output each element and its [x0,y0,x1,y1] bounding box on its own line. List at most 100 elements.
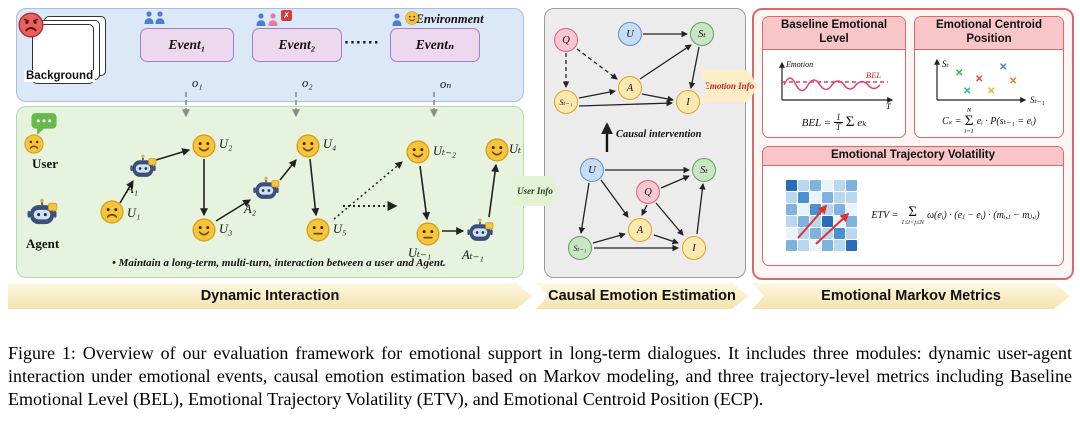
user-face-u5 [306,218,330,242]
node-stm1-top: Sₜ₋₁ [554,90,578,114]
event-n-box: Eventₙ [390,28,480,62]
heatmap-cell [810,179,822,191]
banner-emotional-markov-metrics: Emotional Markov Metrics [752,283,1070,309]
node-a-bottom: A [628,218,652,242]
user-face-ut [485,138,509,162]
agent-legend-label: Agent [26,236,60,251]
ecp-formula-term: eᵢ · P(sₜ₋₁ = eᵢ) [976,116,1036,128]
user-legend-label: User [32,156,58,171]
heatmap-cell [810,203,822,215]
user-face-u1 [100,200,124,224]
ecp-xlabel: Sₜ₋₁ [1030,95,1045,105]
scatter-x-teal: ✕ [963,86,971,97]
node-u-label: U [626,28,634,40]
heatmap-cell [822,191,834,203]
node-q-label: Q [562,34,570,46]
heatmap-cell [846,215,858,227]
heatmap-cell [834,227,846,239]
heatmap-cell [798,215,810,227]
background-label: Background [24,70,96,82]
node-st-label: Sₜ [698,29,706,40]
event-2-label: Event₂ [278,37,316,52]
sum: Σ [846,115,855,130]
at-1-label: Aₜ₋₁ [462,248,484,262]
bel-line-label: BEL [866,70,881,80]
ecp-chart: Sₜ Sₜ₋₁ ✕ ✕ ✕ ✕ ✕ ✕ [934,58,1045,105]
user-face-ut2 [406,140,430,164]
scatter-x-orange: ✕ [1009,76,1017,87]
frac-num: 1 [834,112,843,124]
robot-icon [26,198,58,230]
heatmap-cell [786,239,798,251]
person-icon [256,13,266,27]
heatmap-cell [810,191,822,203]
node-st-bottom: Sₜ [692,158,716,182]
sigma: Σ [964,113,974,130]
events-ellipsis: ······ [344,36,380,51]
ut-1-label: Uₜ₋₁ [408,246,432,260]
observation-1-label: o₁ [192,76,203,90]
ecp-title: Emotional Centroid Position [915,17,1063,50]
user-face-u3 [192,218,216,242]
node-q-top: Q [554,28,578,52]
heatmap-cell [822,179,834,191]
observation-n-label: oₙ [440,77,452,91]
banner-label: Dynamic Interaction [200,288,340,304]
node-u-bottom: U [580,158,604,182]
heatmap-arrows [797,204,850,245]
event-n-label: Eventₙ [415,37,455,52]
scatter-x-red: ✕ [975,74,983,85]
heatmap-cell [834,203,846,215]
ecp-ylabel: Sₜ [942,59,950,69]
heatmap-cell [834,179,846,191]
heatmap-cell [846,239,858,251]
heatmap-cell [846,227,858,239]
heatmap-cell [798,191,810,203]
chat-bubble-icon [30,112,58,136]
environment-label: • Environment [408,12,484,26]
event-2-box: Event₂ [252,28,342,62]
ut-label: Uₜ [509,142,522,156]
u3-label: U₃ [219,222,233,236]
agent-robot-a1 [129,154,157,182]
banner-label: Emotional Markov Metrics [821,288,1001,304]
heatmap-cell [834,191,846,203]
red-x-icon: ✗ [281,10,292,21]
u1-label: U₁ [127,206,141,220]
person-icon [144,11,154,25]
heatmap-cell [786,191,798,203]
heatmap-cell [846,203,858,215]
emotion-info-label: Emotion Info [703,80,755,91]
node-a-top: A [618,76,642,100]
person-icon [268,13,278,27]
node-i-label: I [686,96,690,108]
node-i-bottom: I [682,236,706,260]
heatmap-cell [810,239,822,251]
scatter-x-blue: ✕ [999,62,1007,73]
a1-label: A₁ [126,182,138,196]
node-i-top: I [676,90,700,114]
sum-lower: 1≤i<j≤N [901,218,924,226]
bel-formula-term: eₖ [857,117,867,130]
etv-title: Emotional Trajectory Volatility [763,147,1063,166]
scatter-x-yellow: ✕ [987,86,995,97]
heatmap-cell [822,239,834,251]
node-i-label: I [692,242,696,254]
sigma: Σ [845,114,855,131]
bel-chart: Emotion T BEL [779,60,894,110]
happy-face-icon [405,11,419,25]
causal-intervention-label: Causal intervention [616,129,702,140]
user-face-u2 [192,134,216,158]
interaction-note: • Maintain a long-term, multi-turn, inte… [112,257,446,269]
banner-dynamic-interaction: Dynamic Interaction [8,283,532,309]
bel-ylabel: Emotion [785,60,813,69]
agent-robot-a2 [252,176,280,204]
distressed-face-icon [18,12,44,38]
user-face-ut1 [416,222,440,246]
